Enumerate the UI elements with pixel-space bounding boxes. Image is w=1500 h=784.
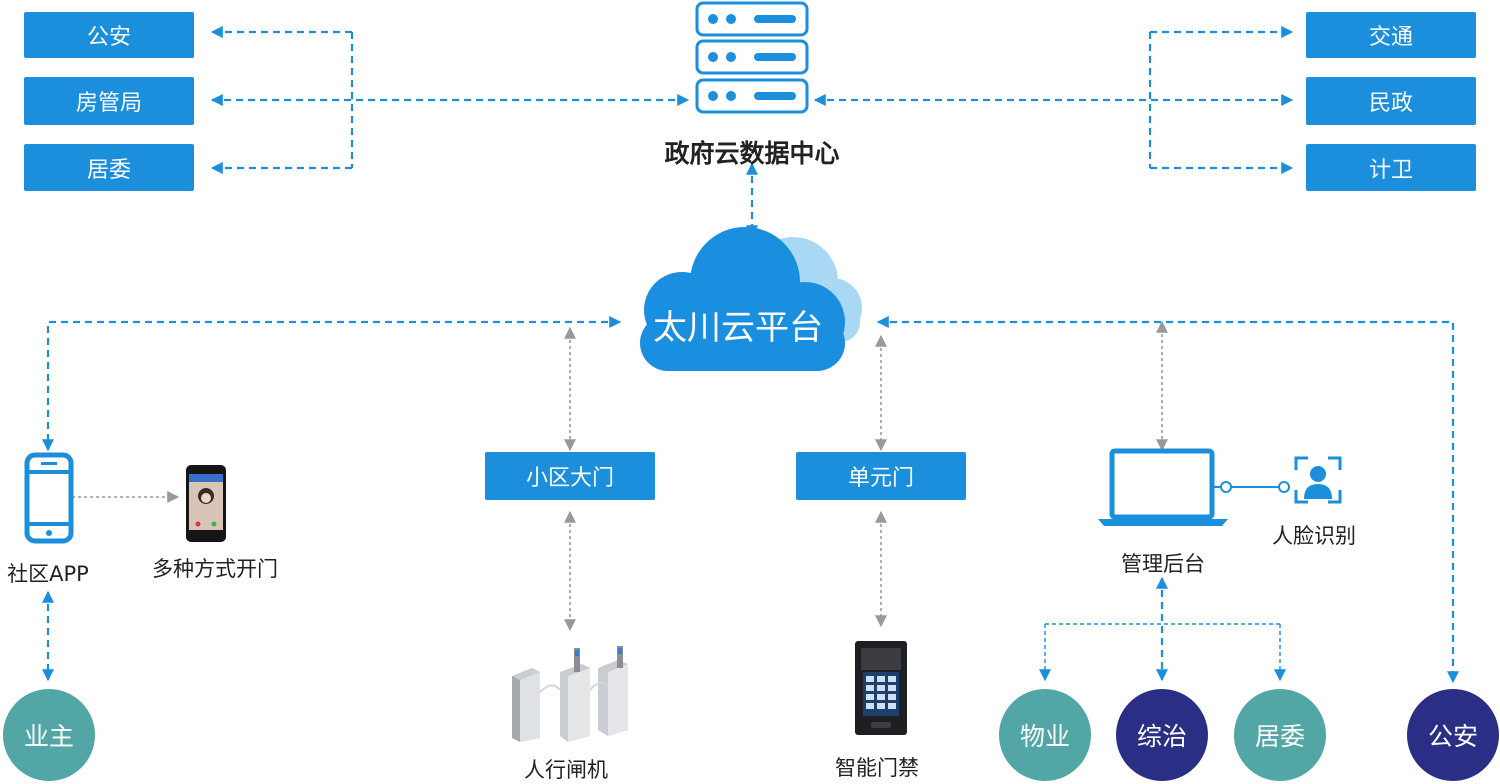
admin-label: 管理后台 <box>1121 552 1205 576</box>
community-gate-label: 小区大门 <box>525 466 614 491</box>
agency-box-health: 计卫 <box>1306 144 1476 191</box>
agency-label: 交通 <box>1368 25 1413 50</box>
agency-label: 计卫 <box>1368 157 1413 183</box>
cloud-platform-label: 太川云平台 <box>653 308 823 348</box>
data-center-title: 政府云数据中心 <box>664 139 840 168</box>
role-police-circle: 公安 <box>1407 689 1499 781</box>
unit-door-box: 单元门 <box>796 452 966 500</box>
role-property-circle: 物业 <box>999 689 1091 781</box>
face-recognition-label: 人脸识别 <box>1272 524 1356 548</box>
role-label: 业主 <box>23 722 74 751</box>
open-methods-label: 多种方式开门 <box>152 557 278 581</box>
unit-door-label: 单元门 <box>847 466 914 491</box>
role-label: 公安 <box>1427 722 1478 751</box>
agency-box-transport: 交通 <box>1306 12 1476 58</box>
agency-box-committee: 居委 <box>24 144 194 191</box>
community-gate-box: 小区大门 <box>485 452 655 500</box>
role-label: 居委 <box>1254 722 1305 751</box>
agency-box-civil-affairs: 民政 <box>1306 77 1476 125</box>
turnstile-label: 人行闸机 <box>524 758 608 782</box>
agency-box-police: 公安 <box>24 12 194 58</box>
agency-box-housing: 房管局 <box>24 77 194 125</box>
role-owner-circle: 业主 <box>3 689 95 781</box>
agency-label: 居委 <box>86 157 131 183</box>
role-committee-circle: 居委 <box>1234 689 1326 781</box>
role-label: 物业 <box>1019 722 1070 751</box>
agency-label: 公安 <box>86 25 131 50</box>
role-governance-circle: 综治 <box>1116 689 1208 781</box>
agency-label: 房管局 <box>75 91 142 116</box>
role-label: 综治 <box>1136 722 1187 751</box>
app-label: 社区APP <box>7 562 89 586</box>
access-control-label: 智能门禁 <box>835 756 919 780</box>
agency-label: 民政 <box>1368 91 1413 116</box>
